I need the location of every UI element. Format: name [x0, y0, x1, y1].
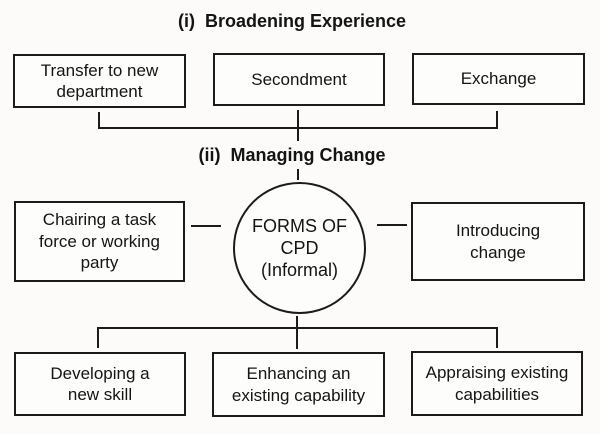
node-developing-new-skill: Developing a new skill [14, 352, 186, 416]
node-transfer-to-new-department: Transfer to new department [13, 54, 186, 108]
node-exchange: Exchange [412, 53, 585, 105]
node-secondment: Secondment [213, 53, 385, 106]
node-forms-of-cpd-hub: FORMS OF CPD (Informal) [233, 182, 366, 314]
section-heading-managing-change: (ii) Managing Change [198, 145, 386, 165]
node-chairing-task-force: Chairing a task force or working party [14, 201, 185, 282]
node-appraising-existing-capabilities: Appraising existing capabilities [411, 351, 583, 416]
section-heading-broadening-experience: (i) Broadening Experience [177, 11, 407, 31]
node-introducing-change: Introducing change [411, 202, 585, 281]
node-enhancing-existing-capability: Enhancing an existing capability [212, 352, 385, 417]
